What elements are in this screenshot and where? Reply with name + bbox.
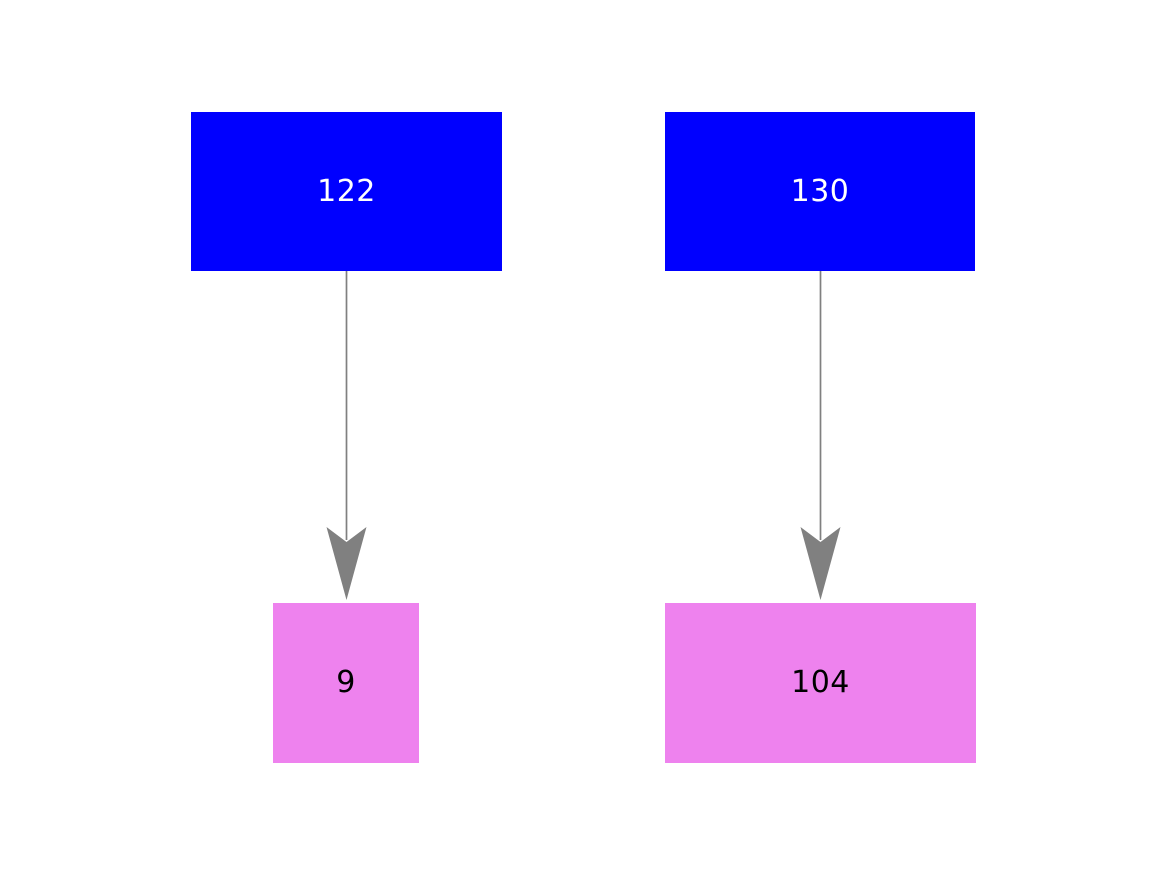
edge-1-arrowhead (326, 527, 367, 600)
node-source-2: 130 (665, 112, 975, 271)
node-target-2: 104 (665, 603, 976, 763)
node-source-1: 122 (191, 112, 502, 271)
edge-arrow-2 (800, 271, 841, 600)
node-label: 9 (336, 665, 356, 700)
node-target-1: 9 (273, 603, 419, 763)
edge-2-arrowhead (800, 527, 841, 600)
node-label: 130 (790, 173, 850, 209)
edge-arrow-1 (326, 271, 367, 600)
node-label: 104 (791, 665, 850, 700)
node-label: 122 (317, 173, 376, 209)
